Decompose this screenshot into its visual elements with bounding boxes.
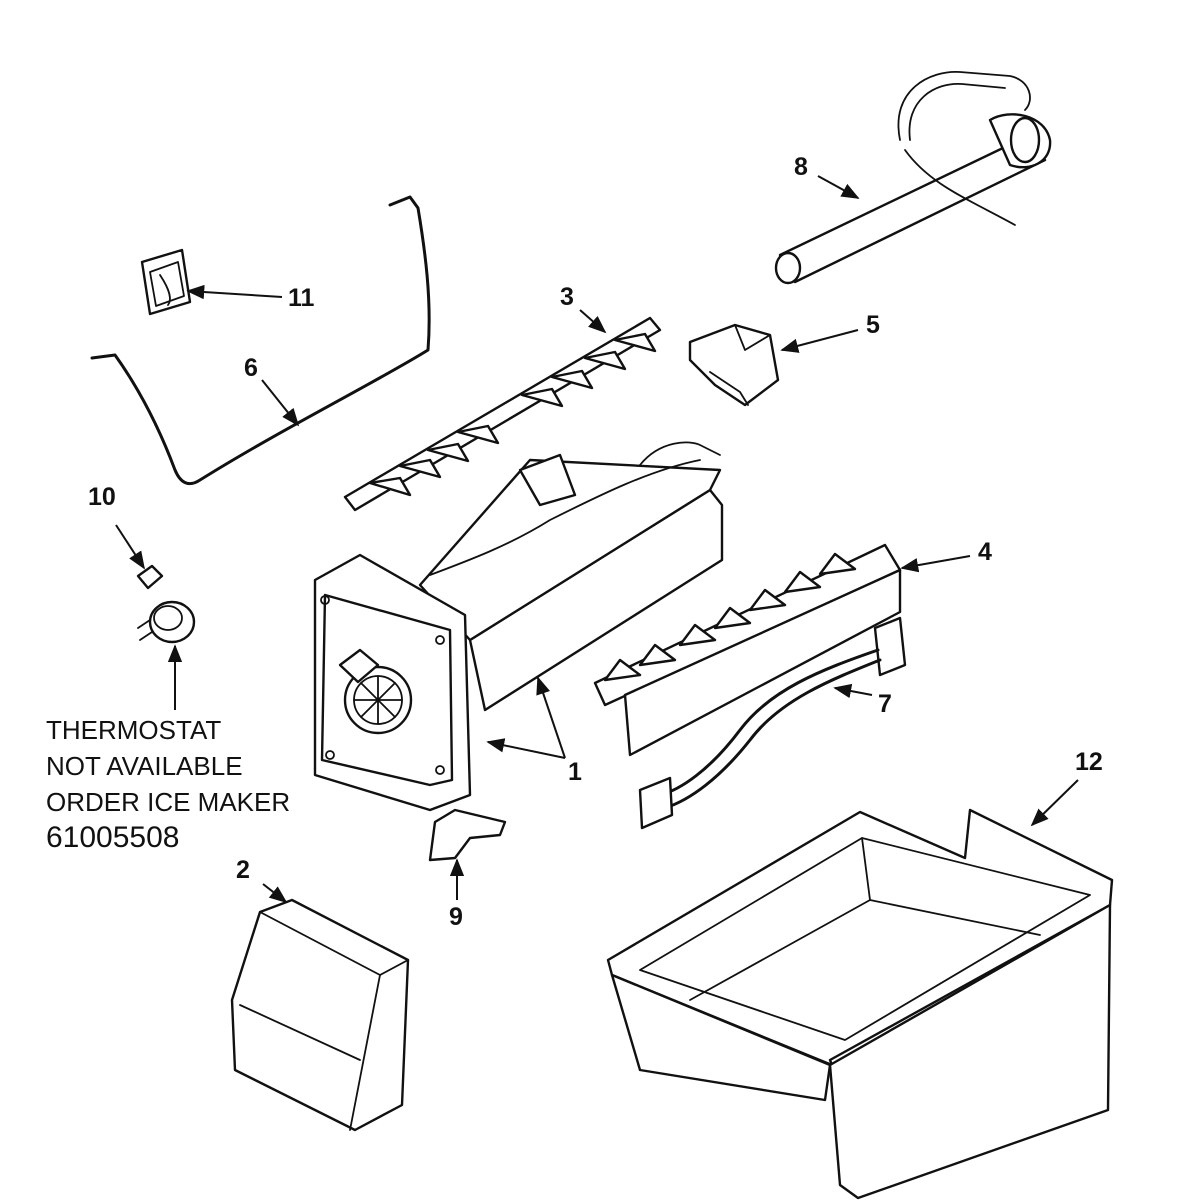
note-line-3: ORDER ICE MAKER (46, 787, 291, 817)
ejector-part (343, 316, 662, 512)
bail-arm-clip-part (140, 248, 192, 316)
ice-maker-assembly-part (313, 441, 724, 812)
thermostat-clip-part (136, 564, 164, 590)
mounting-plate-part (428, 808, 507, 862)
callout-9: 9 (449, 903, 463, 931)
callout-7: 7 (878, 690, 892, 718)
leader-3 (579, 309, 607, 334)
wire-harness-part (638, 616, 907, 830)
callout-5: 5 (866, 311, 880, 339)
leader-1-a (486, 738, 566, 759)
leader-10 (115, 524, 145, 570)
leader-5 (780, 329, 859, 353)
leader-8 (817, 175, 860, 199)
leader-1-b (536, 676, 566, 759)
callout-10: 10 (88, 483, 116, 511)
ice-bucket-part (606, 808, 1114, 1200)
thermostat-note: THERMOSTAT NOT AVAILABLE ORDER ICE MAKER… (46, 712, 290, 856)
thermostat-part (137, 600, 196, 644)
support-bracket-part (688, 323, 780, 407)
ice-maker-part-number: 61005508 (46, 821, 180, 854)
callout-1: 1 (568, 758, 582, 786)
shut-off-arm-part (90, 195, 431, 486)
callout-12: 12 (1075, 748, 1103, 776)
callout-8: 8 (794, 153, 808, 181)
leader-12 (1030, 779, 1079, 827)
callout-2: 2 (236, 856, 250, 884)
leader-6 (261, 379, 300, 427)
callout-11: 11 (288, 284, 315, 312)
leader-2 (262, 883, 288, 904)
fill-tube-part (774, 71, 1052, 285)
leader-7 (833, 683, 873, 699)
stripper-part (593, 543, 902, 757)
note-line-1: THERMOSTAT (46, 715, 222, 745)
callout-3: 3 (560, 283, 574, 311)
note-line-2: NOT AVAILABLE (46, 751, 243, 781)
callout-6: 6 (244, 354, 258, 382)
callout-4: 4 (978, 538, 992, 566)
leader-4 (900, 555, 971, 573)
front-cover-part (230, 898, 410, 1132)
leader-11 (186, 284, 283, 300)
